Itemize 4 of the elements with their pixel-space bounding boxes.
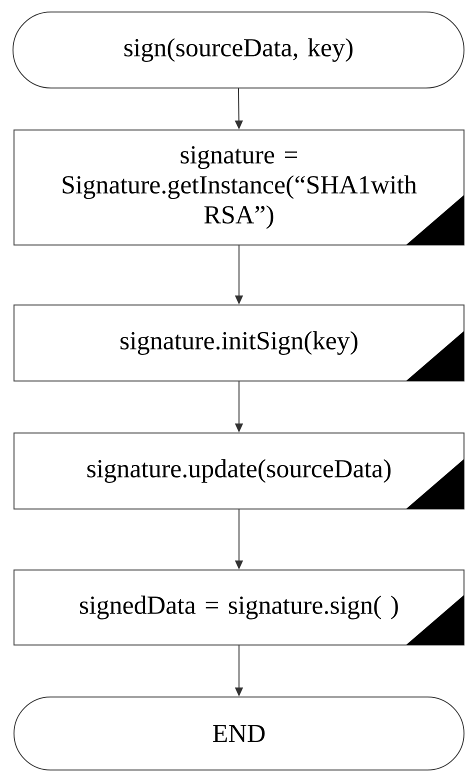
process-box: signature = Signature.getInstance(“SHA1with RSA”): [14, 130, 464, 246]
process-box: signature.update(sourceData): [14, 432, 464, 510]
process-box: signedData = signature.sign( ): [14, 570, 464, 646]
process-box: signature.initSign(key): [14, 304, 464, 382]
